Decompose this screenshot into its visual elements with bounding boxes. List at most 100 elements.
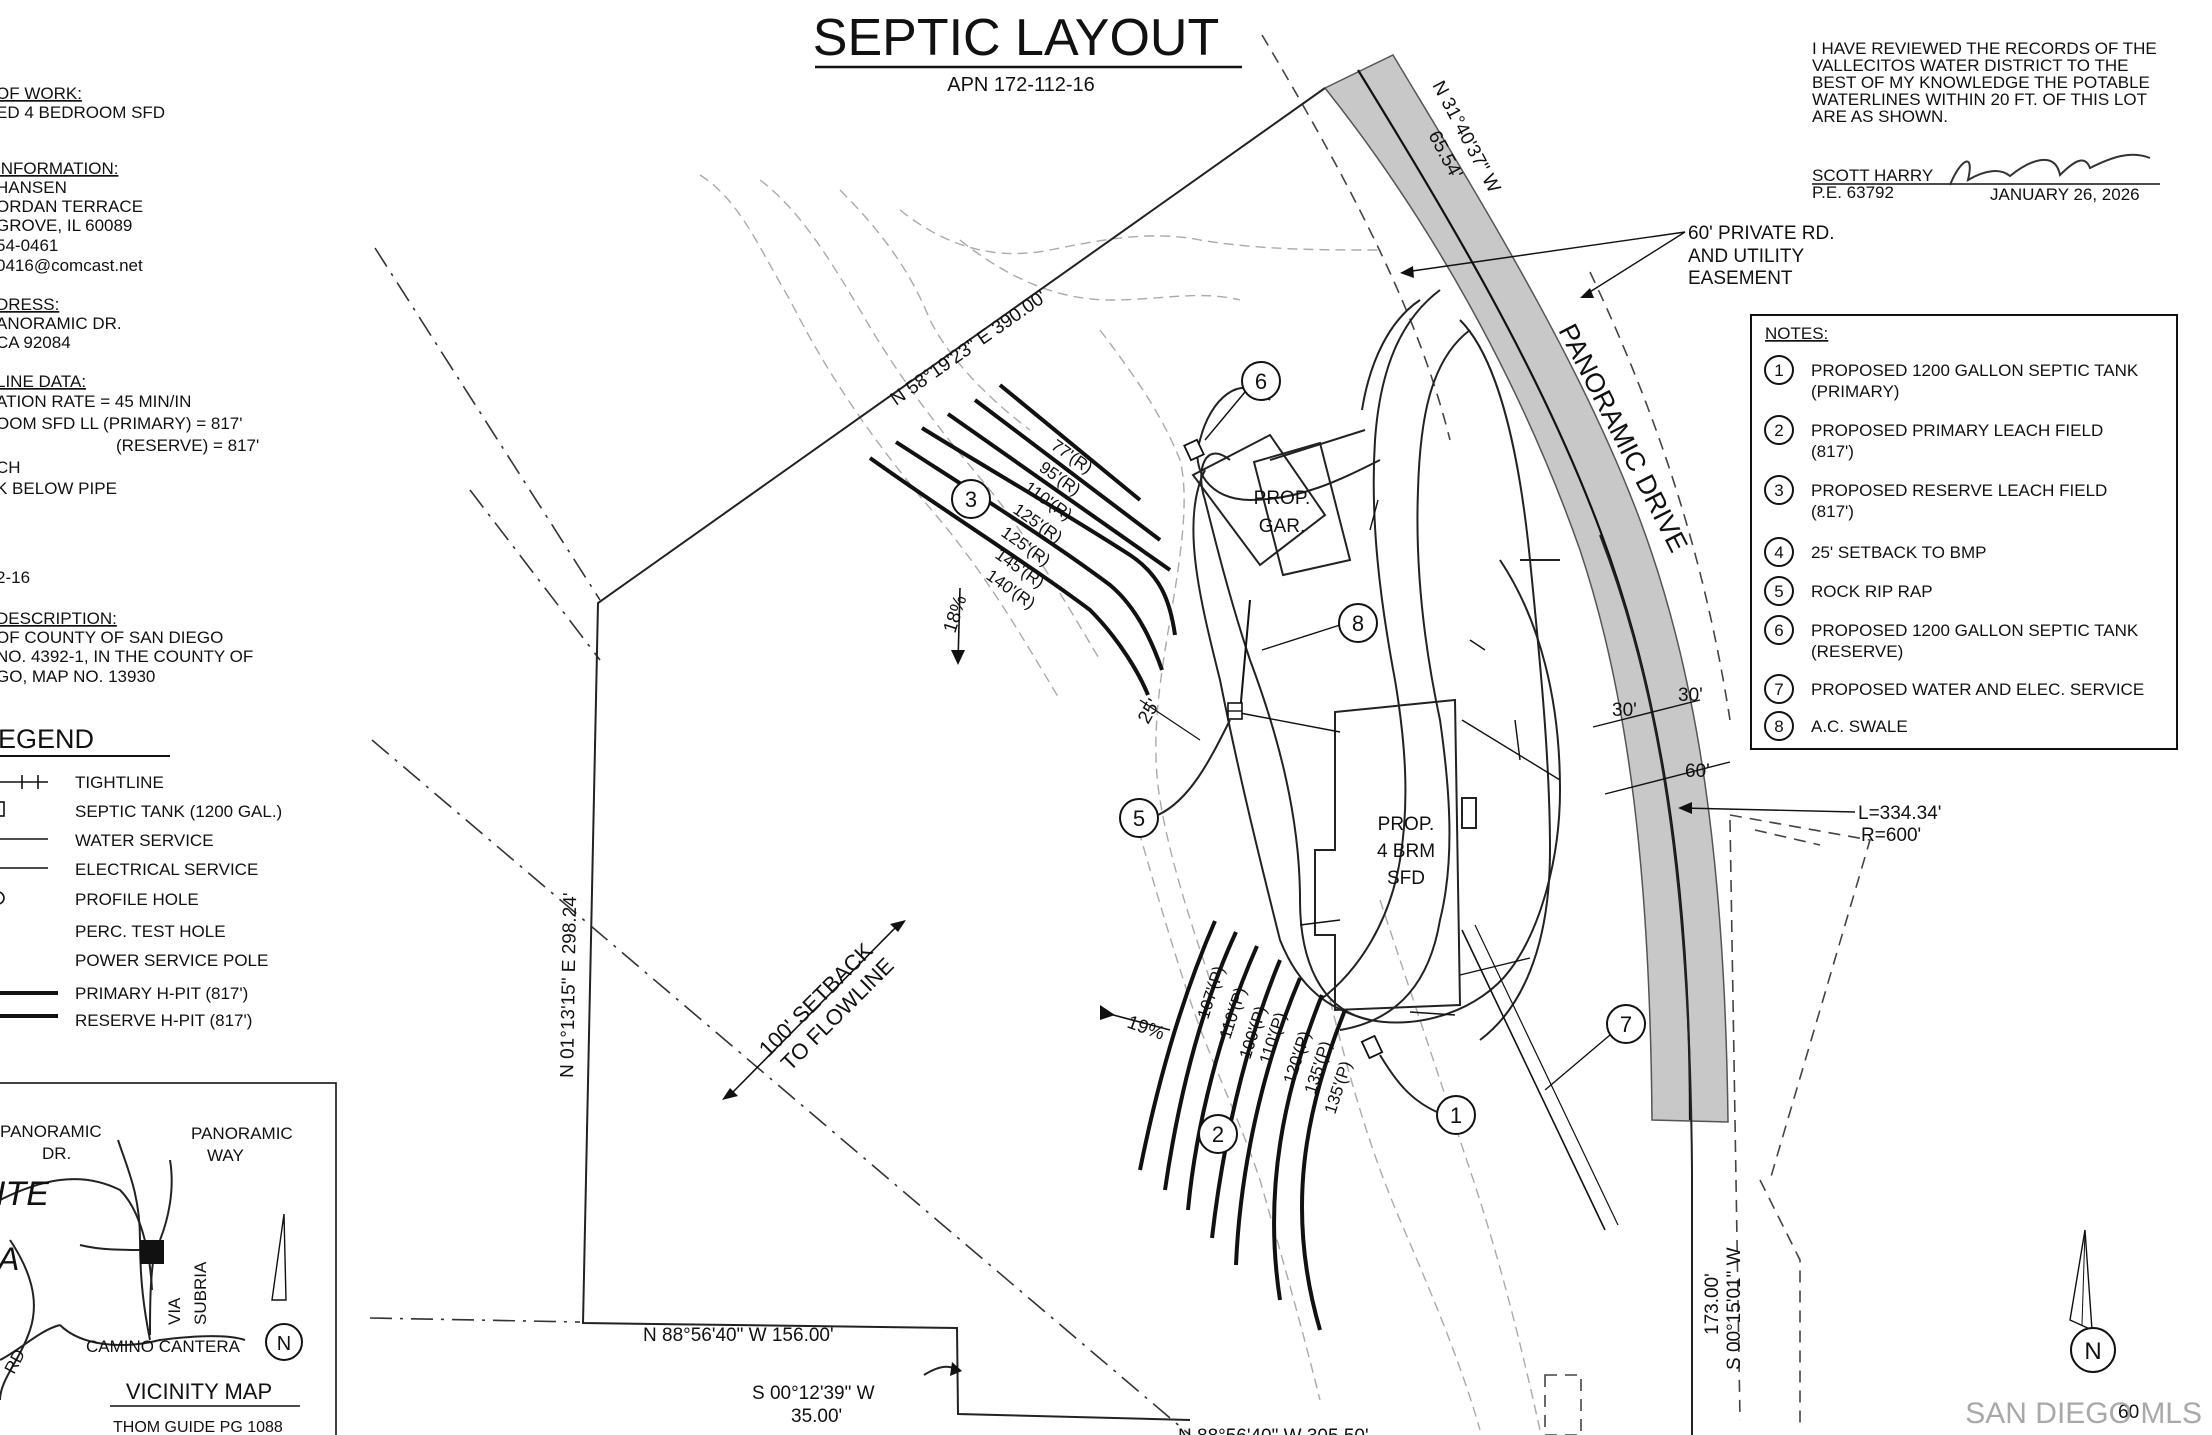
note-number-circle	[1764, 615, 1794, 645]
house-label: SFD	[1387, 868, 1425, 889]
sheet-title: SEPTIC LAYOUT	[813, 9, 1219, 67]
owner-line: 0416@comcast.net	[0, 256, 143, 275]
engineer-name: SCOTT HARRY	[1812, 166, 1933, 185]
curve-data: R=600'	[1861, 825, 1921, 846]
north-circle-icon	[265, 1323, 303, 1361]
apn-fragment: 2-16	[0, 568, 30, 587]
leader-line	[1404, 231, 1686, 273]
vicinity-map-frame	[0, 1082, 337, 1435]
notes-box: NOTES: 1 PROPOSED 1200 GALLON SEPTIC TAN…	[1750, 314, 2178, 750]
vicinity-label: A	[0, 1241, 19, 1277]
legend-item: PRIMARY H-PIT (817')	[75, 984, 248, 1003]
reserve-pit-line	[946, 412, 1172, 572]
garage-label: PROP.	[1254, 488, 1311, 509]
legend-item: TIGHTLINE	[75, 773, 164, 792]
road-width-label: 30'	[1678, 685, 1703, 706]
note-number: 7	[1774, 680, 1783, 699]
north-arrow-icon	[271, 1213, 287, 1301]
legend-item: SEPTIC TANK (1200 GAL.)	[75, 802, 282, 821]
callout-5: 5	[1119, 719, 1231, 838]
svg-text:5: 5	[1133, 806, 1145, 831]
primary-pit-line	[1299, 1009, 1347, 1331]
owner-line: GROVE, IL 60089	[0, 216, 132, 235]
reserve-slope-label: 18%	[940, 593, 972, 636]
note-number: 2	[1774, 421, 1783, 440]
swale-line	[1239, 599, 1251, 714]
offsite-line	[469, 489, 601, 661]
note-number: 5	[1774, 582, 1783, 601]
flowline	[371, 739, 1191, 1435]
note-number: 8	[1774, 717, 1783, 736]
reserve-pit-line	[973, 398, 1162, 542]
septic-tank-symbol	[0, 801, 5, 817]
leader-line	[1584, 231, 1686, 296]
certification-line: WATERLINES WITHIN 20 FT. OF THIS LOT	[1812, 90, 2147, 109]
easement-label: AND UTILITY	[1688, 246, 1804, 267]
dim-25-label: 25'	[1134, 696, 1165, 728]
legend-item: POWER SERVICE POLE	[75, 951, 268, 970]
project-info-block: OF WORK: ED 4 BEDROOM SFD INFORMATION: H…	[0, 84, 259, 686]
design-line: K BELOW PIPE	[0, 479, 117, 498]
note-number-circle	[1764, 475, 1794, 505]
primary-septic-tank	[1360, 1034, 1384, 1060]
bearing-jog: 35.00'	[791, 1406, 842, 1427]
note-text: PROPOSED 1200 GALLON SEPTIC TANK	[1811, 361, 2139, 380]
svg-text:1: 1	[1450, 1103, 1462, 1128]
primary-pit-line	[1138, 920, 1217, 1171]
driveway-edge	[1339, 329, 1471, 1031]
note-text: PROPOSED PRIMARY LEACH FIELD	[1811, 421, 2103, 440]
north-arrow-icon	[2069, 1229, 2093, 1332]
reserve-septic-tank	[1183, 438, 1205, 462]
water-elec-service	[1461, 929, 1606, 1231]
certification-line: I HAVE REVIEWED THE RECORDS OF THE	[1812, 39, 2157, 58]
note-text: (817')	[1811, 502, 1854, 521]
scope-heading: OF WORK:	[0, 84, 82, 103]
contour-line	[899, 209, 1381, 255]
reserve-pit-line	[998, 383, 1142, 502]
bearing-top: N 58°19'23" E 390.00'	[887, 287, 1051, 411]
owner-line: ORDAN TERRACE	[0, 197, 143, 216]
vicinity-label: PANORAMIC	[0, 1122, 102, 1141]
vicinity-guide: THOM GUIDE PG 1088	[113, 1419, 283, 1435]
note-number: 1	[1774, 361, 1783, 380]
bearing-bottom: N 88°56'40" W 305.50'	[1178, 1426, 1369, 1435]
legal-line: GO, MAP NO. 13930	[0, 667, 155, 686]
road-surface	[1323, 54, 1729, 1123]
vicinity-label: ITE	[0, 1175, 49, 1213]
note-number-circle	[1764, 537, 1794, 567]
north-label: N	[277, 1333, 291, 1355]
note-text: PROPOSED 1200 GALLON SEPTIC TANK	[1811, 621, 2139, 640]
svg-text:8: 8	[1352, 611, 1364, 636]
legend: EGEND TIGHTLINE SEPTIC TANK (1200 GAL.) …	[0, 724, 282, 1030]
bearing-right: S 00°15'01" W	[1724, 1247, 1745, 1370]
legend-item: ELECTRICAL SERVICE	[75, 860, 258, 879]
engineer-license: P.E. 63792	[1812, 183, 1894, 202]
owner-line: HANSEN	[0, 178, 67, 197]
offsite-line	[369, 1317, 581, 1323]
bearing-jog: S 00°12'39" W	[752, 1383, 875, 1404]
apn-label: APN 172-112-16	[947, 74, 1095, 96]
primary-leach-field: 107'(P) 110'(P) 100'(P) 110'(P) 120'(P) …	[1138, 920, 1356, 1331]
certification-line: BEST OF MY KNOWLEDGE THE POTABLE	[1812, 73, 2150, 92]
address-heading: DRESS:	[0, 295, 59, 314]
note-number: 6	[1774, 621, 1783, 640]
vicinity-label: CAMINO CANTERA	[86, 1337, 241, 1356]
callout-1: 1	[1379, 1054, 1476, 1135]
primary-pit-line	[1186, 945, 1259, 1211]
legal-line: OF COUNTY OF SAN DIEGO	[0, 628, 223, 647]
note-number-circle	[1764, 576, 1794, 606]
design-heading: LINE DATA:	[0, 372, 86, 391]
primary-pit-line	[1234, 977, 1302, 1266]
site-marker	[140, 1240, 164, 1264]
address-line: CA 92084	[0, 333, 71, 352]
note-text: (PRIMARY)	[1811, 382, 1899, 401]
notes-heading: NOTES:	[1765, 324, 1828, 343]
easement-label: 60' PRIVATE RD.	[1688, 223, 1835, 244]
property-boundary	[581, 87, 1326, 1421]
certification-line: VALLECITOS WATER DISTRICT TO THE	[1812, 56, 2128, 75]
easement-line	[1754, 829, 1821, 846]
setback-dimension	[729, 924, 899, 1096]
svg-text:6: 6	[1255, 369, 1267, 394]
certification-line: ARE AS SHOWN.	[1812, 107, 1948, 126]
contour-line	[839, 189, 1031, 431]
